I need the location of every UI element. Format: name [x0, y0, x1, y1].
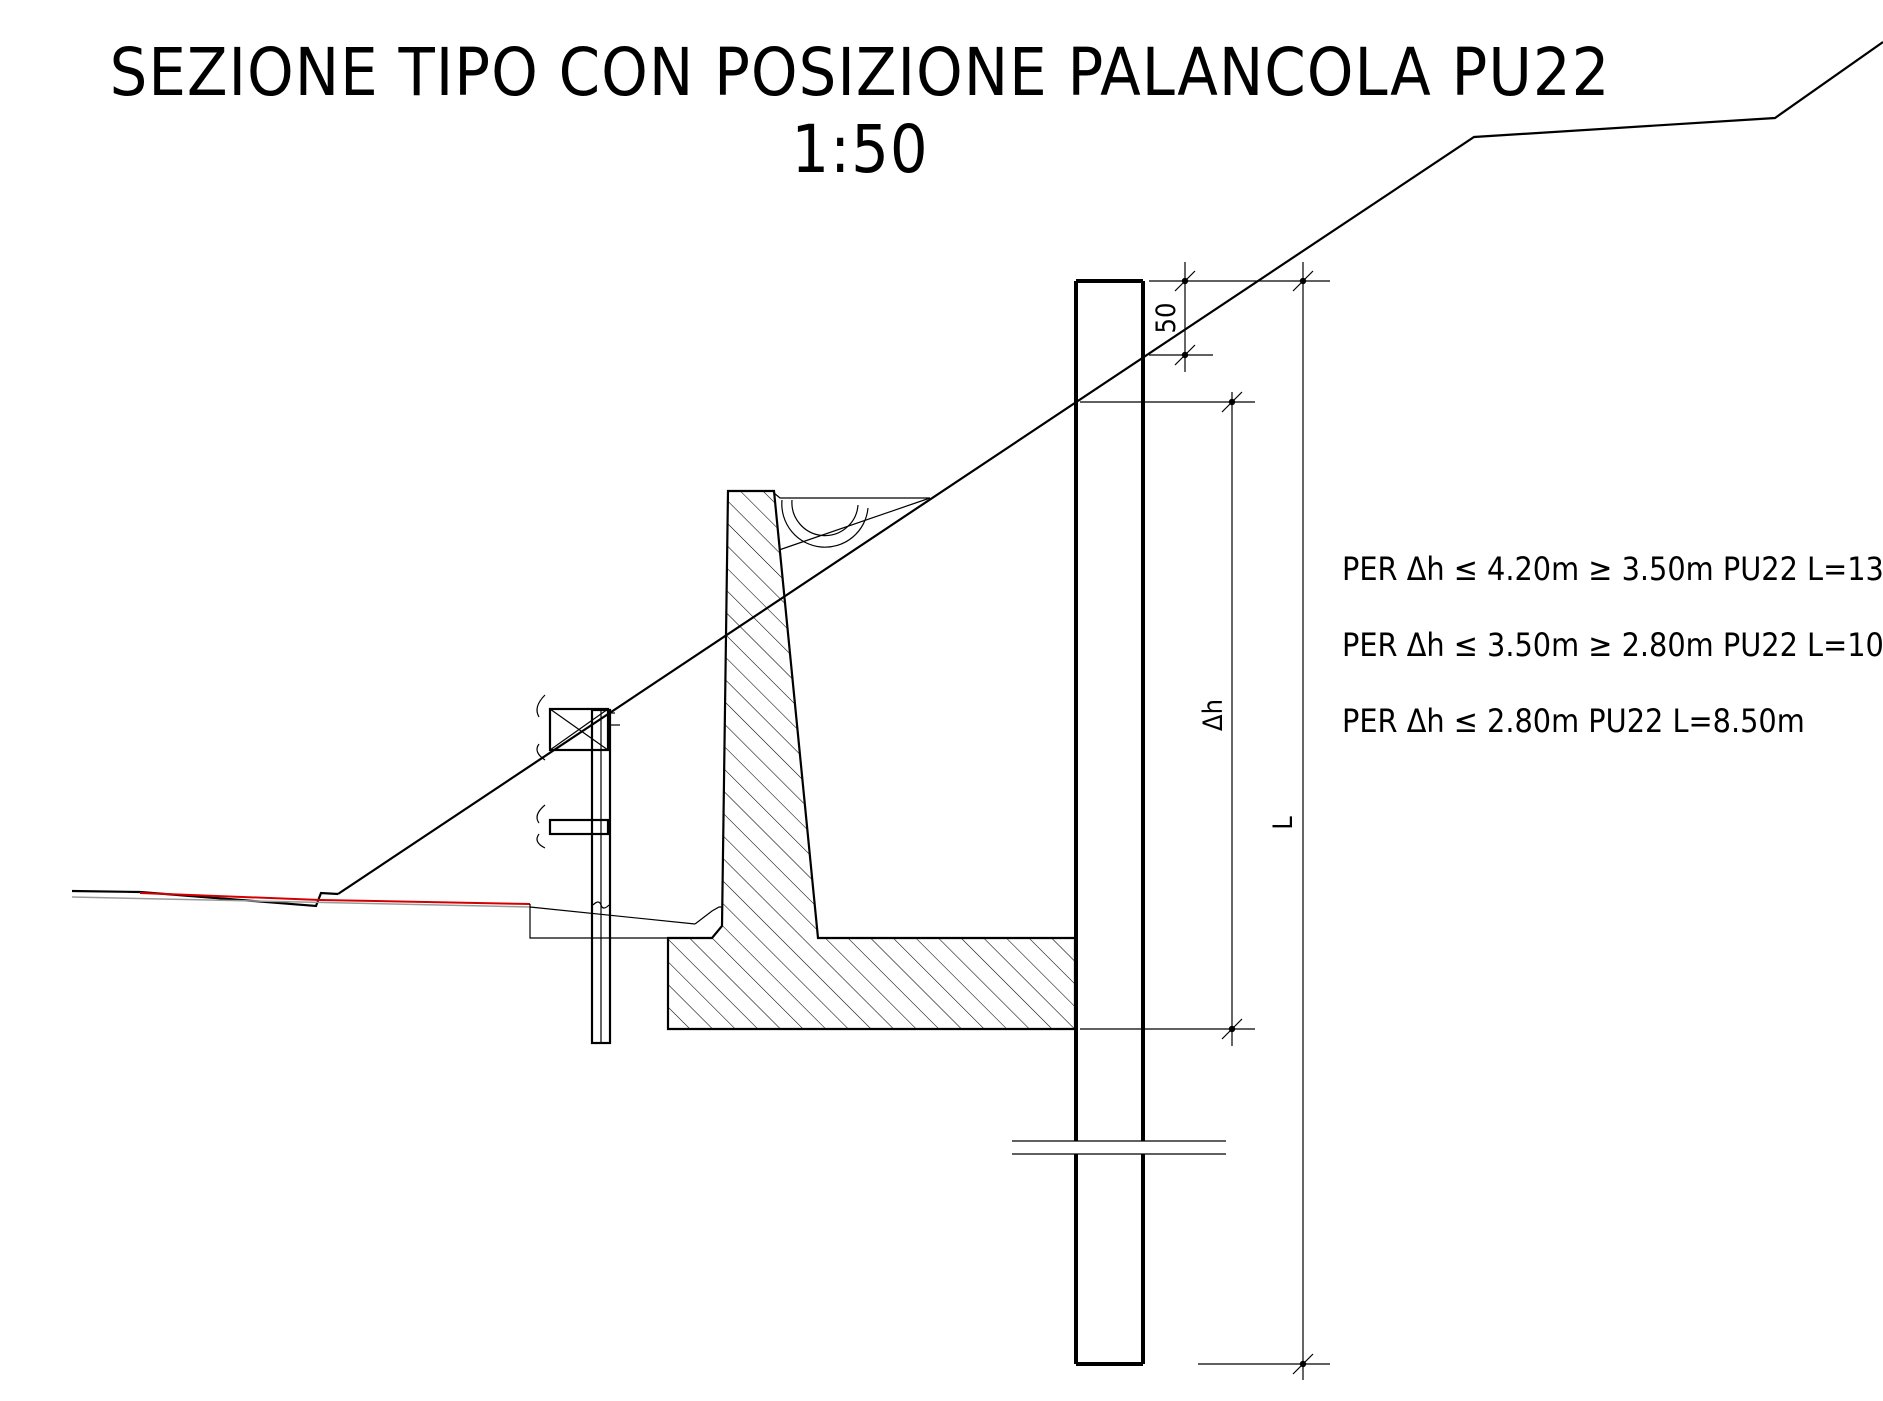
dimension-embed-top: 50 — [1151, 262, 1196, 372]
dimension-delta-h-label: Δh — [1198, 699, 1229, 731]
sheet-pile — [1012, 279, 1226, 1366]
note-line-1: PER Δh ≤ 4.20m ≥ 3.50m PU22 L=13.50m — [1342, 550, 1883, 588]
terrain-profile — [337, 41, 1883, 895]
dimension-length-label: L — [1268, 816, 1299, 830]
note-line-3: PER Δh ≤ 2.80m PU22 L=8.50m — [1342, 702, 1805, 740]
guardrail — [536, 694, 620, 1045]
retaining-wall — [666, 489, 1077, 1031]
note-line-2: PER Δh ≤ 3.50m ≥ 2.80m PU22 L=10.50m — [1342, 626, 1883, 664]
dimension-delta-h: Δh — [1198, 391, 1243, 1046]
dimension-length: L — [1268, 262, 1314, 1380]
pile-length-notes: PER Δh ≤ 4.20m ≥ 3.50m PU22 L=13.50m PER… — [1342, 550, 1883, 740]
drawing-scale: 1:50 — [791, 111, 928, 188]
drawing-title: SEZIONE TIPO CON POSIZIONE PALANCOLA PU2… — [110, 34, 1611, 111]
road-surface — [71, 889, 722, 939]
dimension-50-label: 50 — [1151, 303, 1182, 334]
drainage-channel — [773, 492, 931, 551]
